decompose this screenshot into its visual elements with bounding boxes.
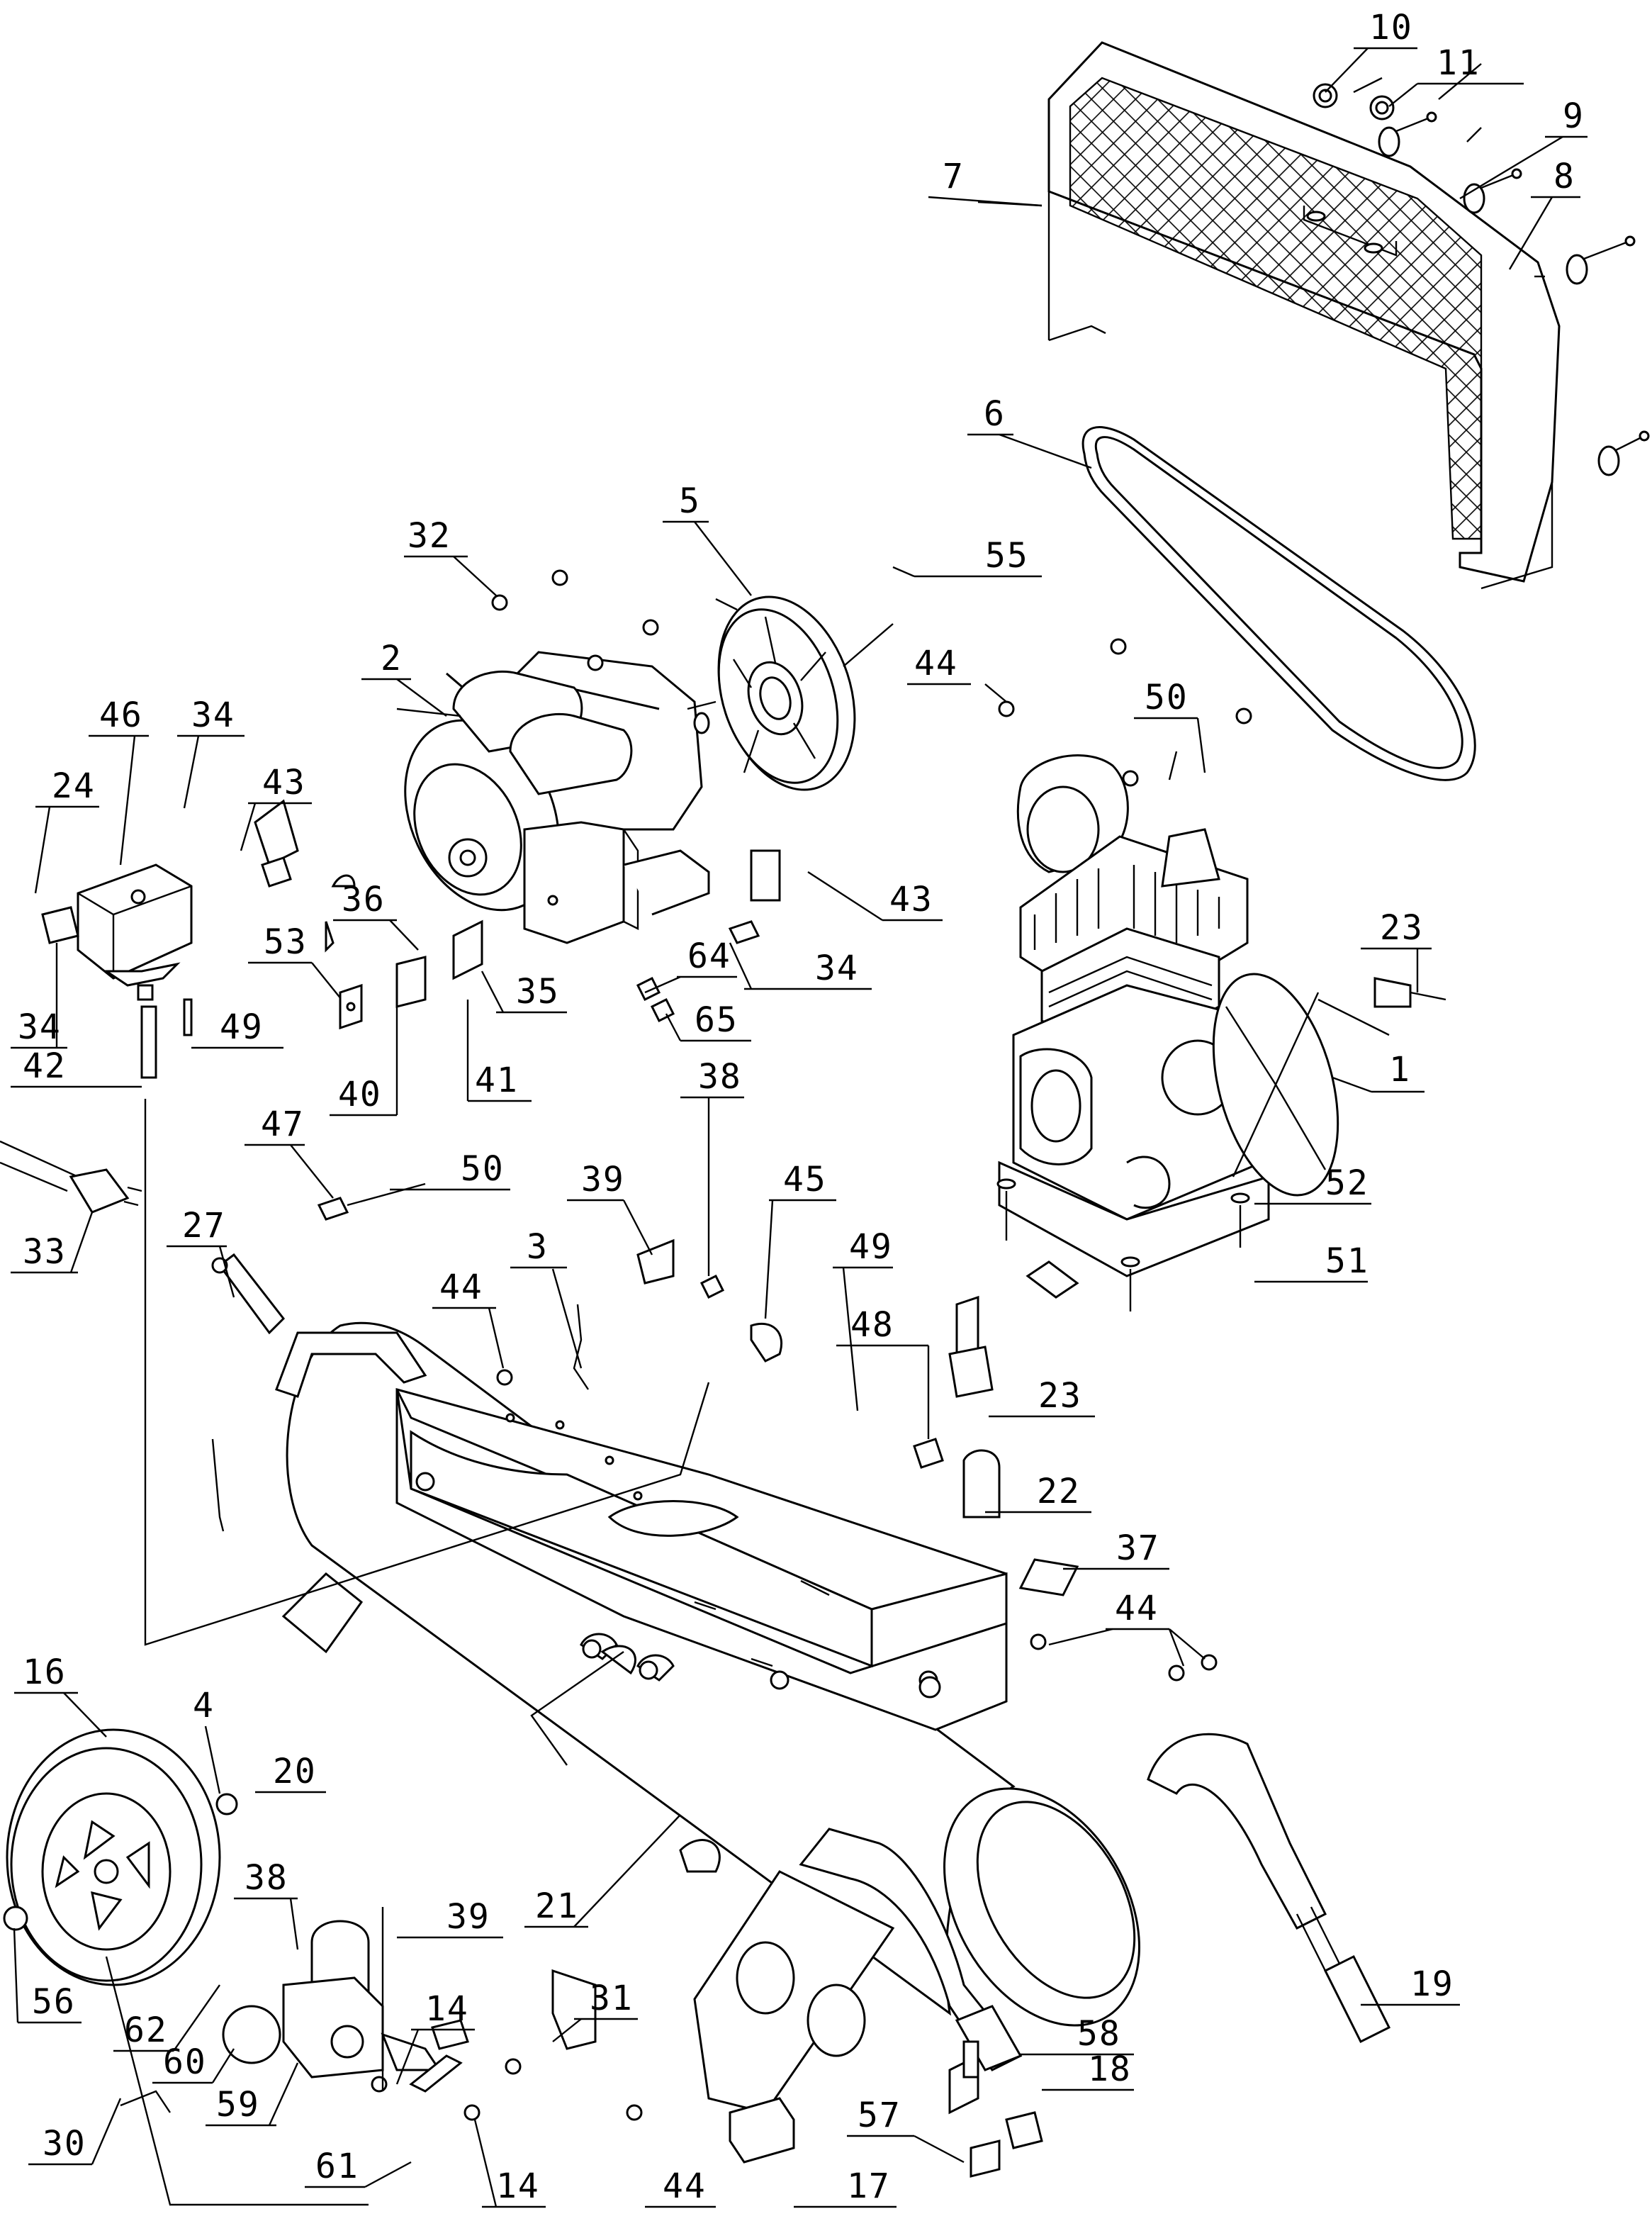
label-9: 9 [1563,96,1585,136]
label-23a: 23 [1380,908,1424,948]
v-belt [1081,426,1476,781]
label-44a: 44 [914,644,958,683]
label-34b: 34 [815,949,859,988]
label-33: 33 [23,1232,67,1272]
label-18: 18 [1088,2049,1132,2089]
motor [404,651,717,944]
pressure-switch [41,863,193,1001]
label-5: 5 [679,481,701,521]
label-40: 40 [338,1075,382,1114]
label-56: 56 [32,1982,76,2022]
label-45: 45 [783,1160,827,1199]
label-11: 11 [1437,43,1480,83]
label-16: 16 [23,1652,67,1692]
label-27: 27 [182,1206,226,1246]
label-39b: 39 [446,1897,490,1937]
small-parts [140,799,1079,2178]
compressor-pump [998,754,1446,1299]
label-49a: 49 [220,1007,264,1047]
label-62: 62 [124,2010,168,2050]
label-14a: 14 [425,1989,469,2029]
label-38a: 38 [698,1057,742,1097]
label-41: 41 [475,1061,519,1100]
label-44c: 44 [1115,1589,1159,1628]
label-49b: 49 [849,1227,893,1267]
label-4: 4 [193,1686,215,1725]
label-55: 55 [985,536,1029,576]
label-6: 6 [984,394,1006,434]
label-14b: 14 [496,2166,540,2206]
label-44d: 44 [663,2166,707,2206]
label-34a: 34 [191,695,235,735]
label-21: 21 [535,1886,579,1926]
belt-guard [1047,41,1561,590]
label-36: 36 [342,880,386,919]
label-1: 1 [1389,1050,1411,1090]
label-35: 35 [516,972,560,1012]
air-tank [275,1321,1391,2114]
label-43b: 43 [889,880,933,919]
label-60: 60 [163,2042,207,2082]
label-23b: 23 [1038,1376,1082,1416]
hardware [371,83,1650,2121]
label-48: 48 [850,1305,894,1345]
label-65: 65 [695,1000,738,1040]
label-57: 57 [858,2096,901,2135]
wheel [3,1728,238,1986]
label-43a: 43 [262,763,306,802]
label-47: 47 [261,1104,305,1144]
label-10: 10 [1369,8,1413,47]
label-20: 20 [273,1752,317,1791]
label-24: 24 [52,766,96,806]
label-31: 31 [590,1979,634,2018]
label-44b: 44 [439,1268,483,1307]
label-8: 8 [1553,157,1575,196]
label-64: 64 [687,936,731,976]
label-30: 30 [43,2124,86,2164]
label-39a: 39 [581,1160,625,1199]
label-46: 46 [99,695,143,735]
label-38b: 38 [245,1858,288,1898]
flywheel [717,595,894,791]
label-3: 3 [527,1227,549,1267]
label-59: 59 [216,2085,260,2125]
label-58: 58 [1077,2014,1121,2054]
part-labels: 1 2 3 4 5 6 7 8 9 10 11 14 14 [11,8,1588,2208]
label-50a: 50 [1145,678,1189,717]
label-50b: 50 [461,1149,505,1189]
label-37: 37 [1116,1528,1160,1568]
label-42: 42 [23,1046,67,1086]
label-61: 61 [315,2147,359,2186]
label-7: 7 [943,157,965,196]
regulator-assembly [222,1920,597,2093]
label-52: 52 [1325,1163,1369,1203]
label-53: 53 [264,922,308,962]
label-17: 17 [847,2166,891,2206]
label-32: 32 [408,516,451,556]
label-22: 22 [1037,1472,1081,1511]
leader-lines [120,63,1545,2113]
label-2: 2 [381,639,403,678]
label-51: 51 [1325,1241,1369,1281]
label-19: 19 [1410,1964,1454,2004]
label-34c: 34 [18,1007,62,1047]
power-cord [0,1140,142,1214]
